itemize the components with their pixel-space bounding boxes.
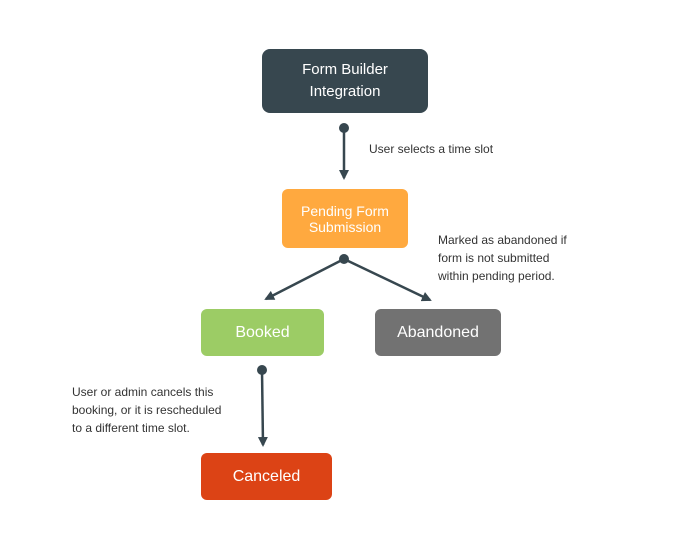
annotation-select-time-slot: User selects a time slot <box>369 142 494 156</box>
edge-booked-to-canceled <box>257 369 268 447</box>
node-label-pending-form-submission: Pending Form Submission <box>301 202 389 235</box>
node-label-booked: Booked <box>235 323 290 341</box>
node-label-form-builder-integration: Form Builder Integration <box>302 61 388 100</box>
node-pending-form-submission: Pending Form Submission <box>282 189 408 248</box>
node-label-canceled: Canceled <box>232 467 301 485</box>
node-label-abandoned: Abandoned <box>397 323 479 341</box>
node-booked: Booked <box>201 309 324 356</box>
edge-pending-to-booked <box>264 257 345 301</box>
edge-pending-to-abandoned <box>343 257 432 302</box>
annotation-abandoned-condition: Marked as abandoned if form is not submi… <box>438 233 567 283</box>
node-abandoned: Abandoned <box>375 309 501 356</box>
node-form-builder-integration: Form Builder Integration <box>262 49 428 113</box>
annotation-cancel-condition: User or admin cancels this booking, or i… <box>72 385 222 435</box>
node-canceled: Canceled <box>201 453 332 500</box>
